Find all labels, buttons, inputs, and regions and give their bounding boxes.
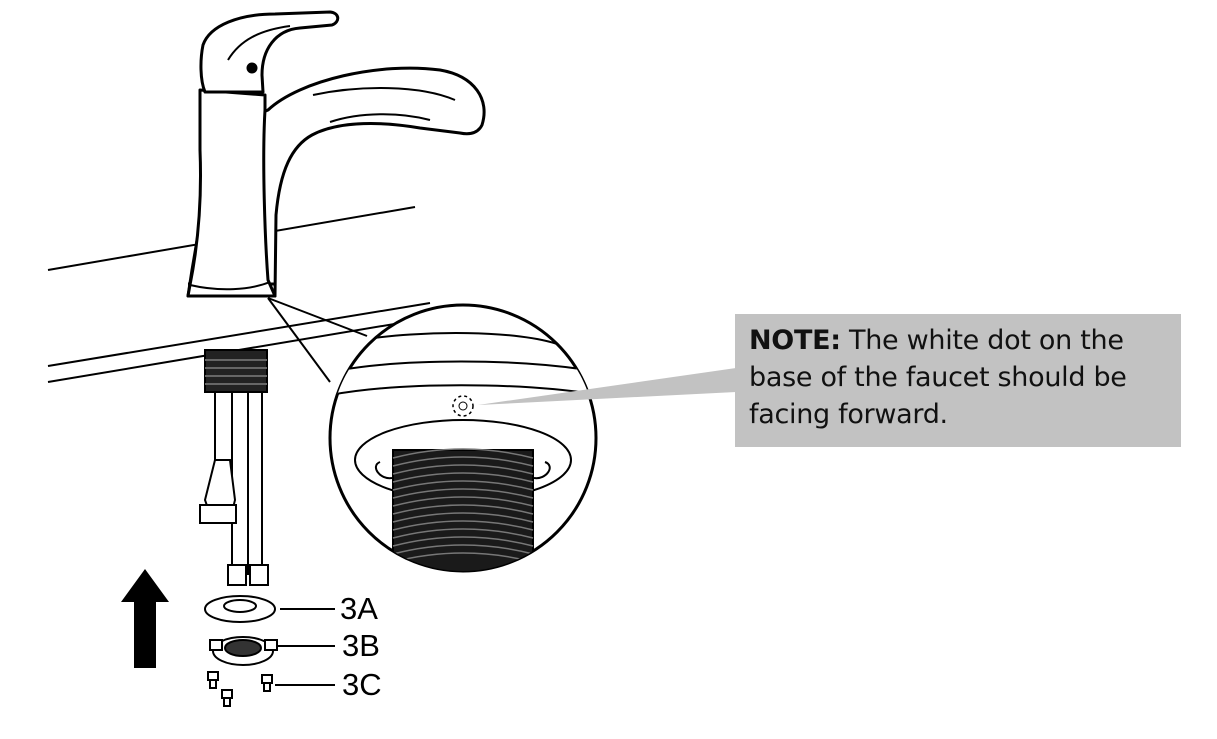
part-label-3b: 3B	[342, 628, 380, 663]
note-text: The white dot on the base of the faucet …	[749, 325, 1127, 430]
note-callout: NOTE: The white dot on the base of the f…	[735, 314, 1181, 447]
part-label-3c: 3C	[342, 667, 382, 702]
supply-hoses	[199, 392, 269, 586]
note-label: NOTE:	[749, 325, 841, 356]
arrow-up-icon	[121, 569, 169, 668]
magnified-view	[328, 303, 598, 573]
mounting-nut-3b	[209, 636, 335, 666]
screws-3c	[207, 671, 335, 707]
faucet-icon	[186, 10, 486, 298]
washer-3a	[204, 595, 335, 623]
note-pointer	[478, 368, 736, 405]
faucet-shank	[204, 349, 268, 393]
magnifier-lines	[267, 297, 368, 383]
part-label-3a: 3A	[340, 591, 378, 626]
